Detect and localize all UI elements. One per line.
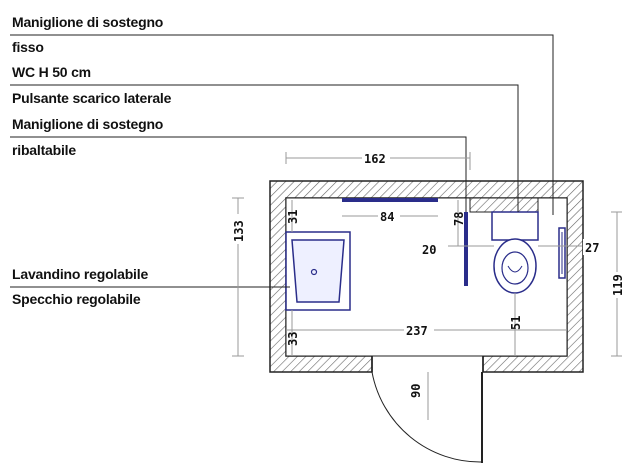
mirror-bar (342, 198, 438, 202)
label-grab-bar-folding-2: ribaltabile (12, 142, 76, 158)
sink-drain (310, 268, 318, 276)
label-flush-button: Pulsante scarico laterale (12, 90, 172, 106)
dim-grab-bar: 78 (452, 212, 466, 226)
dim-door: 90 (409, 384, 423, 398)
wc (491, 211, 539, 294)
mirror-strip (342, 198, 438, 202)
leader-folding-grab-bar (10, 136, 467, 212)
sink-basin (291, 239, 345, 303)
wc-tank (491, 211, 539, 241)
dim-top-width: 162 (364, 152, 386, 166)
leader-lines (10, 34, 554, 288)
dim-left-height: 133 (232, 220, 246, 242)
label-mirror: Specchio regolabile (12, 291, 141, 307)
wc-niche-wall (469, 197, 539, 213)
wc-seat (501, 251, 529, 285)
label-grab-bar-folding-1: Maniglione di sostegno (12, 116, 163, 132)
dim-wc-front: 51 (509, 316, 523, 330)
wc-inner (507, 265, 523, 273)
sink (285, 231, 351, 311)
door (371, 371, 483, 463)
dim-sink-top: 31 (286, 210, 300, 224)
grab-bars (464, 212, 566, 286)
label-wc: WC H 50 cm (12, 64, 91, 80)
label-sink: Lavandino regolabile (12, 266, 148, 282)
wc-recess (469, 197, 539, 213)
leader-wc (10, 84, 519, 212)
door-swing-arc (371, 371, 483, 463)
folding-grab-bar (464, 212, 468, 286)
wc-bowl (493, 238, 537, 294)
label-grab-bar-fixed-1: Maniglione di sostegno (12, 14, 163, 30)
dim-sink-bottom: 33 (286, 332, 300, 346)
dim-side-gap: 27 (585, 241, 599, 255)
label-grab-bar-fixed-2: fisso (12, 39, 44, 55)
dim-right-height: 119 (611, 274, 622, 296)
dim-wc-gap: 20 (422, 243, 436, 257)
dim-mirror-width: 84 (380, 210, 394, 224)
dim-bottom-width: 237 (406, 324, 428, 338)
leader-fixed-grab-bar (10, 34, 554, 215)
